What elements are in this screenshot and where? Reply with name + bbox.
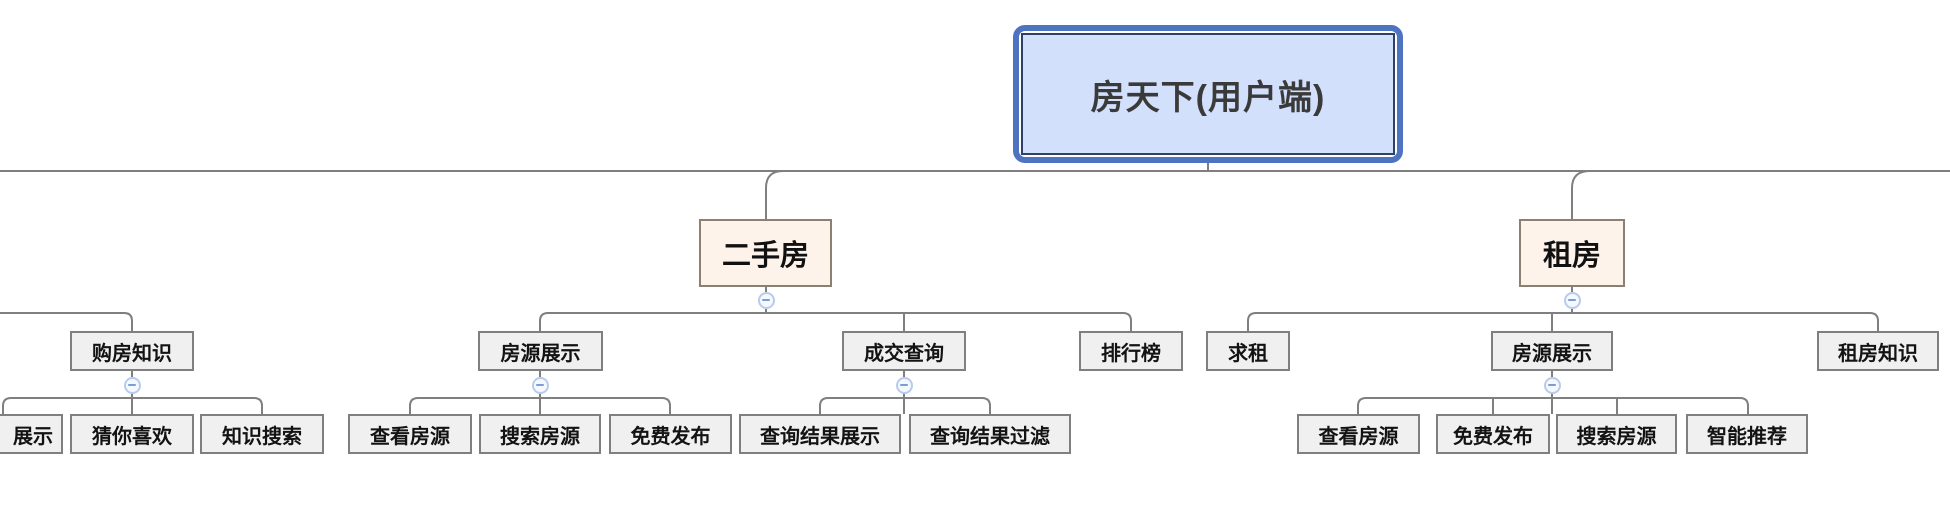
topic-label: 查询结果过滤 <box>930 425 1050 448</box>
collapse-button-listing-display-1[interactable] <box>531 376 549 394</box>
topic-rent-house[interactable]: 租房 <box>1519 219 1625 287</box>
root-topic-label: 房天下(用户端) <box>1021 33 1395 155</box>
topic-label: 查看房源 <box>1318 425 1399 448</box>
topic-label: 知识搜索 <box>222 425 302 448</box>
connector-line <box>1357 397 1749 414</box>
topic-listing-display-2[interactable]: 房源展示 <box>1491 331 1613 371</box>
topic-query-result-filter[interactable]: 查询结果过滤 <box>909 414 1071 454</box>
topic-label: 免费发布 <box>1453 425 1533 448</box>
topic-label: 猜你喜欢 <box>92 425 172 448</box>
topic-label: 展示 <box>13 425 53 448</box>
topic-secondhand-house[interactable]: 二手房 <box>699 219 832 287</box>
topic-rent-seek[interactable]: 求租 <box>1206 331 1290 371</box>
topic-label: 求租 <box>1228 342 1268 365</box>
minus-icon <box>1568 299 1576 301</box>
collapse-button-deal-query[interactable] <box>895 376 913 394</box>
minus-icon <box>900 384 908 386</box>
topic-free-publish-1[interactable]: 免费发布 <box>609 414 732 454</box>
topic-label: 房源展示 <box>1512 342 1592 365</box>
topic-query-result-display[interactable]: 查询结果展示 <box>739 414 901 454</box>
topic-deal-query[interactable]: 成交查询 <box>842 331 966 371</box>
topic-label: 房源展示 <box>500 342 581 365</box>
topic-label: 查询结果展示 <box>760 425 880 448</box>
minus-icon <box>128 384 136 386</box>
connector-line <box>765 170 784 219</box>
topic-guess-you-like[interactable]: 猜你喜欢 <box>70 414 194 454</box>
minus-icon <box>536 384 544 386</box>
collapse-button-buying-knowledge[interactable] <box>123 376 141 394</box>
topic-label: 免费发布 <box>630 425 711 448</box>
connector-line <box>539 312 1132 331</box>
topic-view-listings-2[interactable]: 查看房源 <box>1297 414 1420 454</box>
collapse-button-listing-display-2[interactable] <box>1543 376 1561 394</box>
topic-view-listings-1[interactable]: 查看房源 <box>348 414 472 454</box>
connector-line <box>0 312 133 331</box>
topic-label: 查看房源 <box>370 425 450 448</box>
connector-line <box>2 397 263 414</box>
topic-label: 搜索房源 <box>1576 425 1657 448</box>
topic-display-clipped[interactable]: 展示 <box>0 414 63 454</box>
topic-label: 二手房 <box>721 240 809 272</box>
connector-line <box>409 397 671 414</box>
topic-listing-display-1[interactable]: 房源展示 <box>478 331 603 371</box>
topic-search-listings-1[interactable]: 搜索房源 <box>479 414 601 454</box>
topic-label: 租房 <box>1542 240 1601 272</box>
connector-line <box>1247 312 1879 331</box>
topic-rent-knowledge[interactable]: 租房知识 <box>1817 331 1939 371</box>
topic-root[interactable]: 房天下(用户端) <box>1013 25 1403 163</box>
connector-line <box>819 397 991 414</box>
connector-line <box>1571 170 1591 219</box>
topic-label: 租房知识 <box>1838 342 1918 365</box>
minus-icon <box>762 299 770 301</box>
topic-label: 成交查询 <box>864 342 944 365</box>
topic-smart-recommend[interactable]: 智能推荐 <box>1686 414 1808 454</box>
topic-buying-knowledge[interactable]: 购房知识 <box>70 331 194 371</box>
topic-label: 购房知识 <box>92 342 172 365</box>
topic-label: 排行榜 <box>1101 342 1161 365</box>
topic-free-publish-2[interactable]: 免费发布 <box>1436 414 1550 454</box>
topic-knowledge-search[interactable]: 知识搜索 <box>200 414 324 454</box>
topic-label: 智能推荐 <box>1707 425 1787 448</box>
topic-ranking[interactable]: 排行榜 <box>1079 331 1183 371</box>
topic-label: 搜索房源 <box>500 425 580 448</box>
minus-icon <box>1548 384 1556 386</box>
topic-search-listings-2[interactable]: 搜索房源 <box>1556 414 1677 454</box>
collapse-button-secondhand-house[interactable] <box>757 291 775 309</box>
collapse-button-rent-house[interactable] <box>1563 291 1581 309</box>
